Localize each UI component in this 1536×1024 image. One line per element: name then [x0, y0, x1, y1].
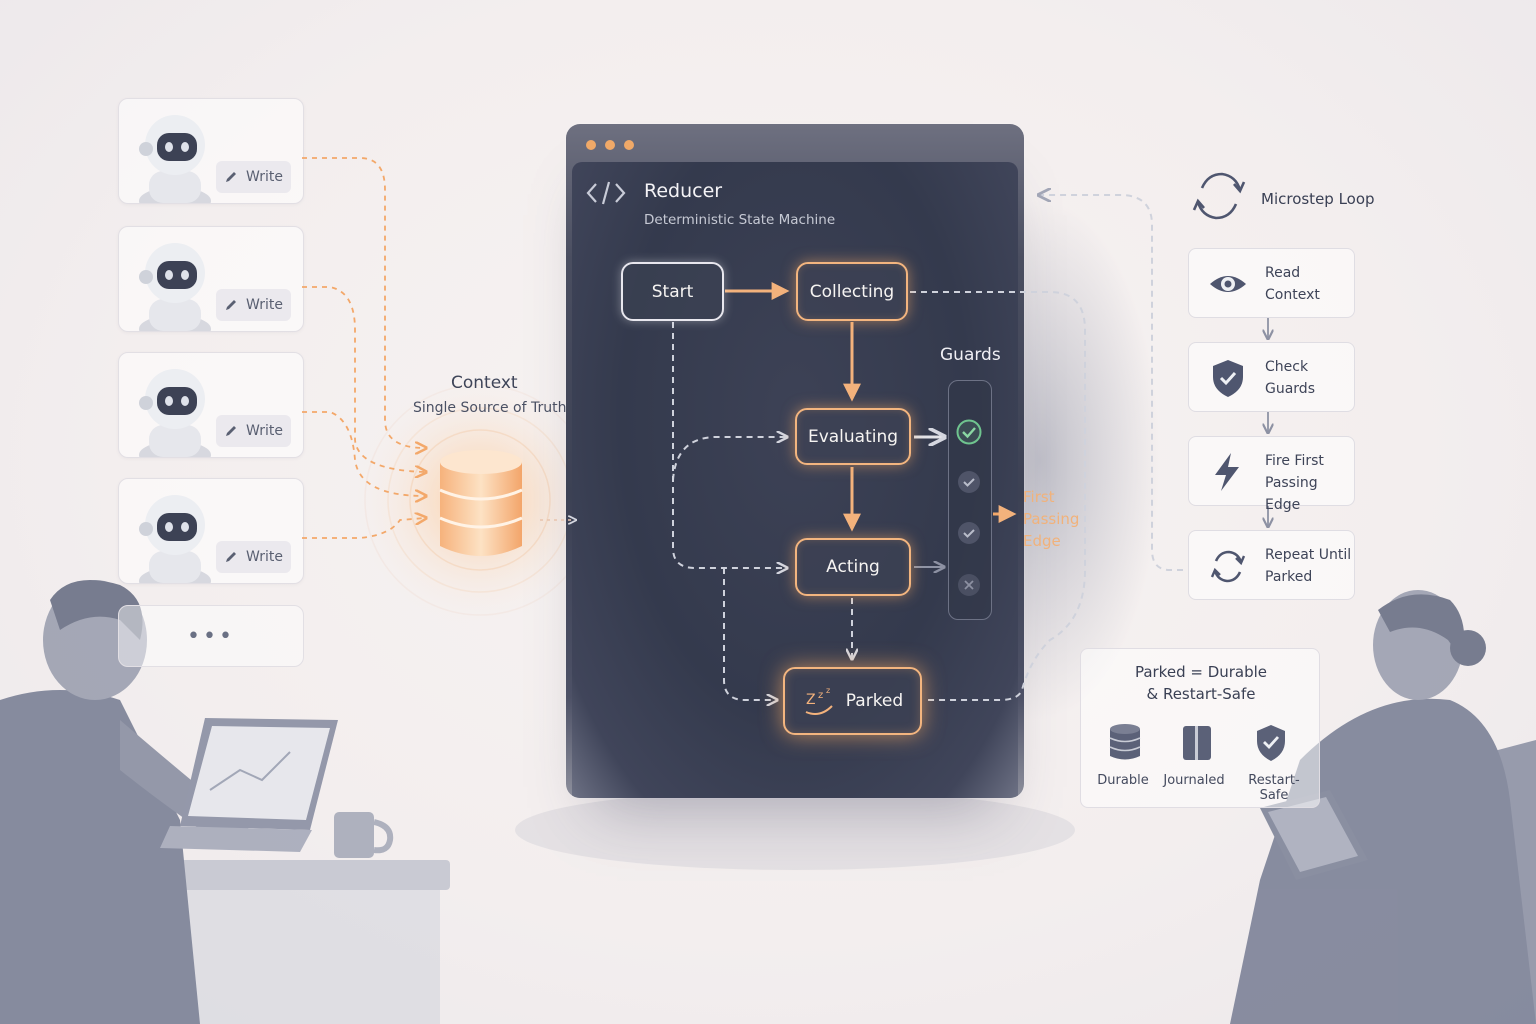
write-label: Write — [246, 423, 283, 439]
window-dot — [605, 140, 615, 150]
eye-icon — [1210, 276, 1246, 292]
agent-card[interactable]: Write — [118, 98, 304, 204]
fpe-line: Passing — [1023, 510, 1080, 528]
state-parked[interactable]: Z z z Parked — [783, 667, 922, 735]
write-label: Write — [246, 297, 283, 313]
robot-icon — [139, 369, 211, 457]
state-acting[interactable]: Acting — [795, 538, 911, 596]
loop-icon — [1192, 172, 1246, 220]
microstep-line: Passing Edge — [1265, 475, 1318, 513]
window-dot — [624, 140, 634, 150]
microstep-fire-first[interactable]: Fire First Passing Edge — [1188, 436, 1355, 513]
shield-check-icon — [1257, 725, 1285, 761]
state-label: Evaluating — [807, 426, 899, 447]
guard-check-icon — [958, 471, 980, 493]
code-icon — [586, 181, 626, 205]
context-subtitle: Single Source of Truth — [413, 400, 567, 416]
microstep-line: Check — [1265, 359, 1309, 375]
state-label: Acting — [826, 557, 880, 577]
microstep-read-context[interactable]: Read Context — [1188, 248, 1355, 318]
microstep-line: Parked — [1265, 569, 1313, 585]
state-collecting[interactable]: Collecting — [796, 262, 908, 321]
database-icon — [439, 450, 523, 556]
agent-card[interactable]: Write — [118, 226, 304, 332]
state-evaluating[interactable]: Evaluating — [795, 408, 911, 465]
refresh-icon — [1210, 550, 1246, 583]
write-label: Write — [246, 549, 283, 565]
write-button[interactable]: Write — [216, 415, 291, 447]
microstep-line: Fire First — [1265, 453, 1324, 469]
pencil-icon — [226, 300, 237, 310]
parked-box-title: Parked = Durable & Restart-Safe — [1081, 661, 1321, 705]
robot-icon — [139, 243, 211, 331]
microstep-title: Microstep Loop — [1261, 190, 1375, 208]
write-label: Write — [246, 169, 283, 185]
parked-title-line: & Restart-Safe — [1146, 685, 1256, 703]
book-icon — [1183, 726, 1211, 760]
durable-label: Durable — [1097, 773, 1149, 788]
robot-icon — [139, 115, 211, 203]
context-title: Context — [451, 373, 518, 393]
svg-text:z: z — [826, 686, 830, 695]
microstep-text: Check Guards — [1265, 356, 1315, 400]
window-dot — [586, 140, 596, 150]
more-label: ••• — [187, 623, 235, 649]
pencil-icon — [226, 426, 237, 436]
microstep-text: Read Context — [1265, 262, 1320, 306]
database-icon — [1109, 724, 1141, 760]
reducer-title: Reducer — [644, 180, 723, 202]
microstep-check-guards[interactable]: Check Guards — [1188, 342, 1355, 412]
sleep-icon: Z z z — [805, 686, 833, 715]
guards-label: Guards — [940, 345, 1001, 365]
microstep-text: Repeat Until Parked — [1265, 544, 1351, 588]
guard-pass-icon — [956, 419, 982, 445]
robot-icon — [139, 495, 211, 583]
first-passing-edge-label: First Passing Edge — [1023, 486, 1079, 552]
agent-card[interactable]: Write — [118, 352, 304, 458]
write-button[interactable]: Write — [216, 161, 291, 193]
agent-card[interactable]: Write — [118, 478, 304, 584]
microstep-line: Repeat Until — [1265, 547, 1352, 563]
shield-check-icon — [1213, 360, 1243, 397]
microstep-line: Context — [1265, 287, 1320, 303]
microstep-text: Fire First Passing Edge — [1265, 450, 1354, 516]
state-start[interactable]: Start — [621, 262, 724, 321]
state-label: Parked — [845, 691, 904, 711]
pencil-icon — [226, 552, 237, 562]
reducer-subtitle: Deterministic State Machine — [644, 212, 836, 228]
fpe-line: First — [1023, 488, 1055, 506]
microstep-repeat[interactable]: Repeat Until Parked — [1188, 530, 1355, 600]
guard-check-icon — [958, 522, 980, 544]
state-label: Collecting — [809, 281, 895, 302]
write-button[interactable]: Write — [216, 541, 291, 573]
state-label: Start — [651, 281, 694, 302]
more-agents-card[interactable]: ••• — [118, 605, 304, 667]
parked-durable-box: Parked = Durable & Restart-Safe Durable … — [1080, 648, 1320, 808]
journaled-label: Journaled — [1163, 773, 1225, 788]
write-button[interactable]: Write — [216, 289, 291, 321]
svg-text:z: z — [818, 690, 823, 701]
guard-fail-icon — [958, 574, 980, 596]
restart-safe-label: Restart-Safe — [1248, 773, 1300, 803]
pencil-icon — [226, 172, 237, 182]
svg-text:Z: Z — [806, 692, 816, 708]
fpe-line: Edge — [1023, 532, 1061, 550]
microstep-line: Guards — [1265, 381, 1315, 397]
parked-title-line: Parked = Durable — [1134, 663, 1268, 681]
lightning-icon — [1215, 453, 1239, 491]
microstep-line: Read — [1265, 265, 1301, 281]
